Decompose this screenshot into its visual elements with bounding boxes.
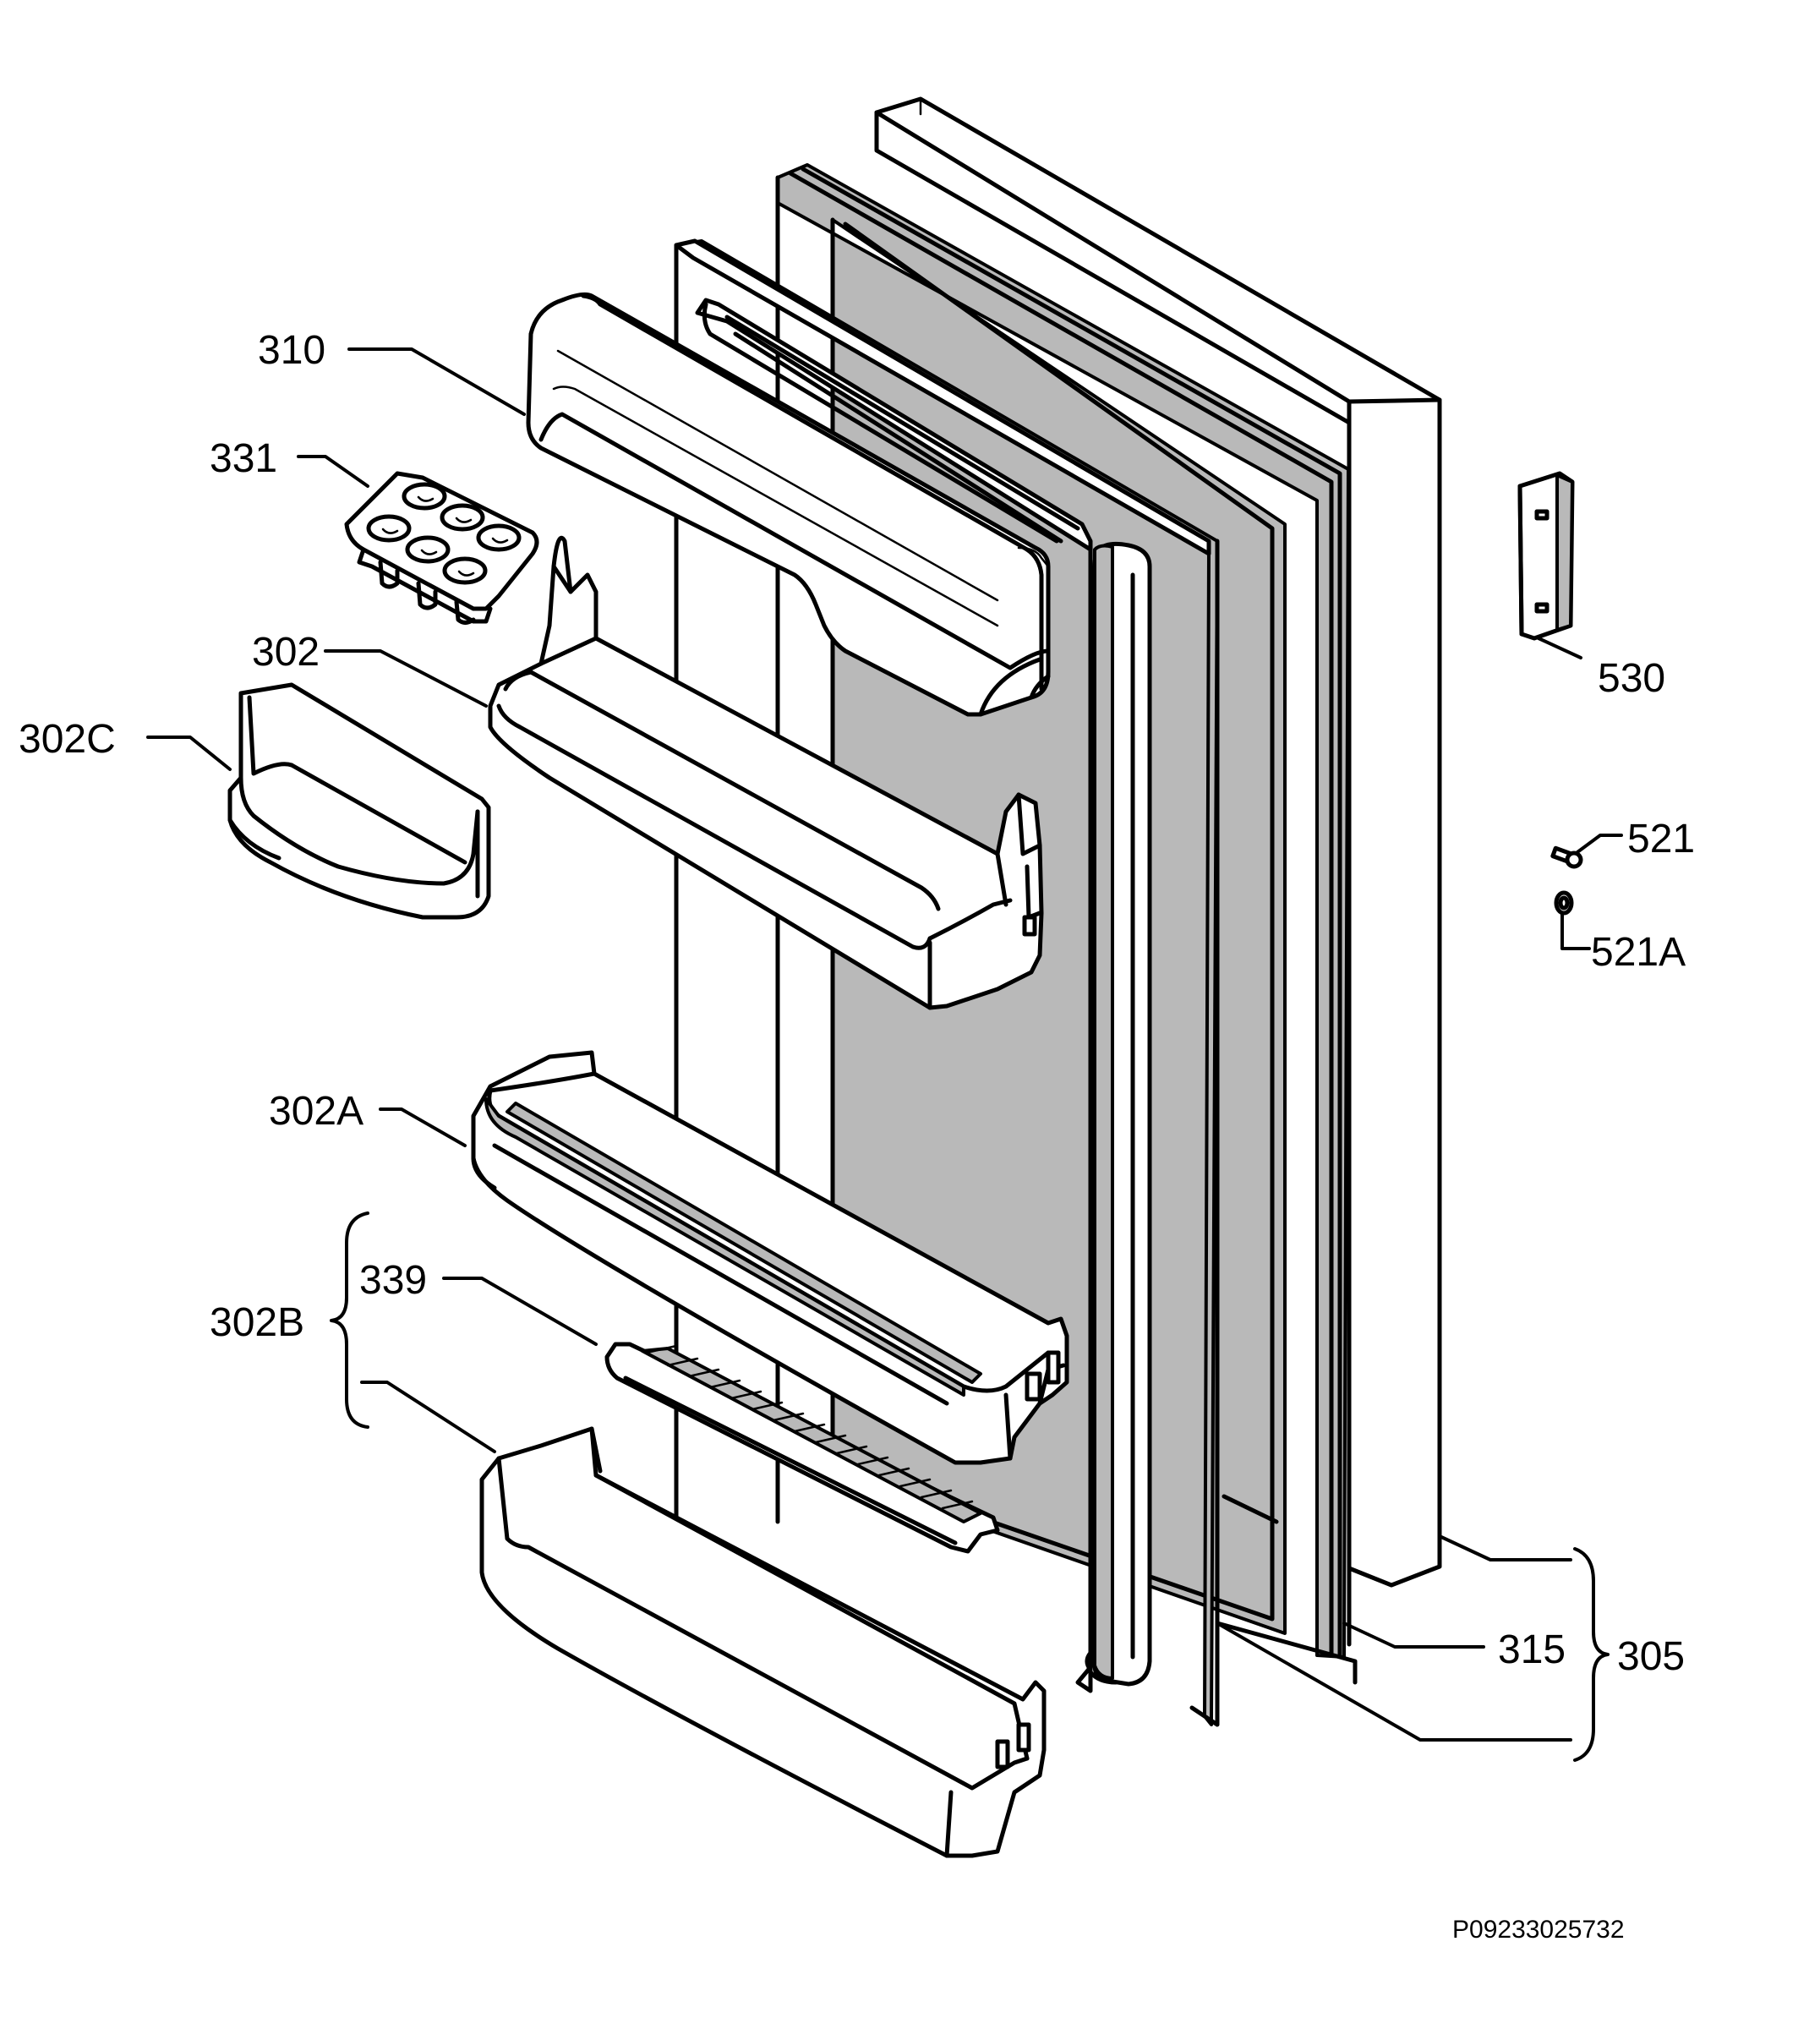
inner-door-liner: [674, 238, 1220, 1727]
label-331: 331: [210, 436, 277, 481]
leader-339: [442, 1277, 598, 1346]
egg-cup-4: [366, 514, 412, 543]
leader-lines: [146, 347, 1623, 1742]
label-530: 530: [1598, 656, 1665, 701]
braces: [330, 1211, 1610, 1762]
dairy-compartment-cover: [526, 292, 1051, 717]
washer: [1554, 890, 1574, 916]
retainer-slots: [645, 1344, 974, 1510]
drawing-code: P09233025732: [1452, 1916, 1625, 1944]
label-521: 521: [1627, 817, 1695, 861]
leader-521: [1576, 834, 1623, 854]
leader-302b-lower: [360, 1381, 496, 1453]
door-inner-stile: [1085, 541, 1152, 1687]
small-door-shelf: [227, 682, 491, 920]
hinge-bracket: [1517, 471, 1575, 641]
egg-cup-2: [440, 503, 485, 532]
label-302c: 302C: [19, 717, 116, 762]
leader-305-top: [1440, 1535, 1572, 1561]
egg-cup-6: [442, 556, 488, 585]
label-305: 305: [1617, 1634, 1685, 1679]
leader-302a: [379, 1107, 467, 1147]
frame-bottom-edges: [1215, 1494, 1358, 1685]
label-302a: 302A: [269, 1089, 363, 1134]
leader-310: [347, 347, 526, 416]
part-labels: 310 331 302 302C 302A 339 302B 530 521 5…: [19, 328, 1695, 1679]
leader-530: [1537, 637, 1582, 659]
leader-302c: [146, 736, 232, 771]
leader-521a: [1560, 913, 1591, 950]
egg-tray: [344, 471, 539, 625]
egg-cup-5: [405, 535, 451, 564]
bottle-retainer: [604, 1342, 1000, 1554]
screw: [1550, 845, 1583, 869]
label-310: 310: [258, 328, 325, 373]
label-521a: 521A: [1591, 930, 1686, 975]
label-302b: 302B: [210, 1300, 304, 1345]
leader-331: [297, 455, 369, 488]
egg-cup-1: [402, 482, 447, 511]
leader-305-bottom: [1216, 1622, 1572, 1742]
egg-cup-3: [476, 523, 522, 552]
lower-door-shelf: [479, 1426, 1047, 1858]
label-315: 315: [1498, 1627, 1566, 1672]
leader-302: [324, 649, 488, 708]
label-339: 339: [359, 1258, 427, 1303]
brace-305: [1573, 1547, 1610, 1762]
label-302: 302: [252, 630, 320, 675]
brace-302b: [330, 1211, 369, 1429]
bottle-shelf: [471, 1050, 1069, 1465]
door-shelf-upper: [488, 535, 1044, 1010]
leader-315: [1342, 1622, 1485, 1649]
